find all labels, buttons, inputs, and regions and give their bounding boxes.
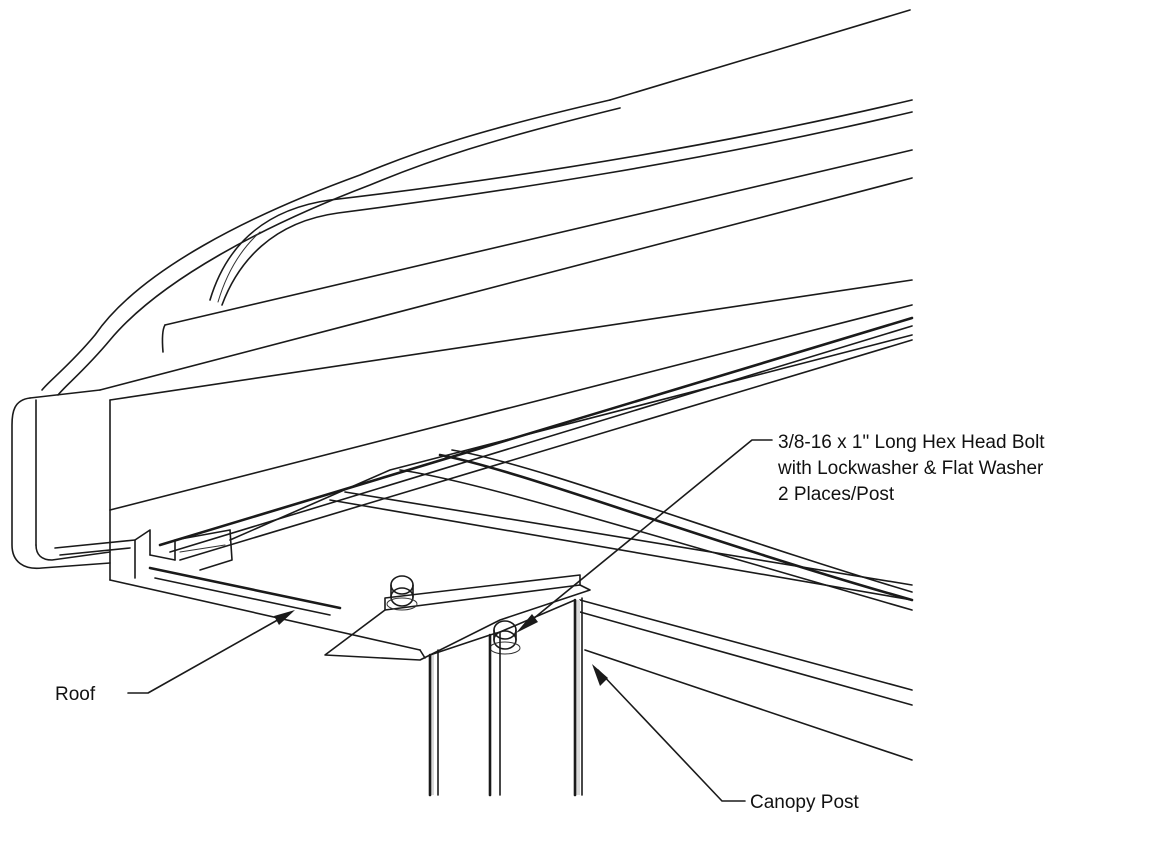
bolt-arrowhead (516, 614, 538, 633)
roof-leader (127, 610, 295, 694)
bolt-callout: 3/8-16 x 1" Long Hex Head Bolt with Lock… (777, 432, 1045, 505)
canopy-post (428, 597, 583, 797)
roof-dome (41, 9, 913, 396)
bolt-left (386, 575, 418, 611)
bolt-callout-line-1: 3/8-16 x 1" Long Hex Head Bolt (778, 432, 1045, 453)
post-arrowhead (592, 664, 608, 686)
bolt-callout-line-3: 2 Places/Post (778, 484, 895, 505)
side-beam (229, 334, 914, 611)
roof-arrowhead (274, 610, 295, 625)
post-leader (592, 664, 746, 802)
mounting-plate (324, 574, 591, 661)
canopy-post-label: Canopy Post (750, 792, 860, 813)
roof-lower-edge (109, 566, 913, 761)
roof-rail (11, 149, 914, 581)
roof-label: Roof (55, 684, 96, 705)
bolt-callout-line-2: with Lockwasher & Flat Washer (777, 458, 1044, 479)
bolt-leader (516, 439, 773, 633)
